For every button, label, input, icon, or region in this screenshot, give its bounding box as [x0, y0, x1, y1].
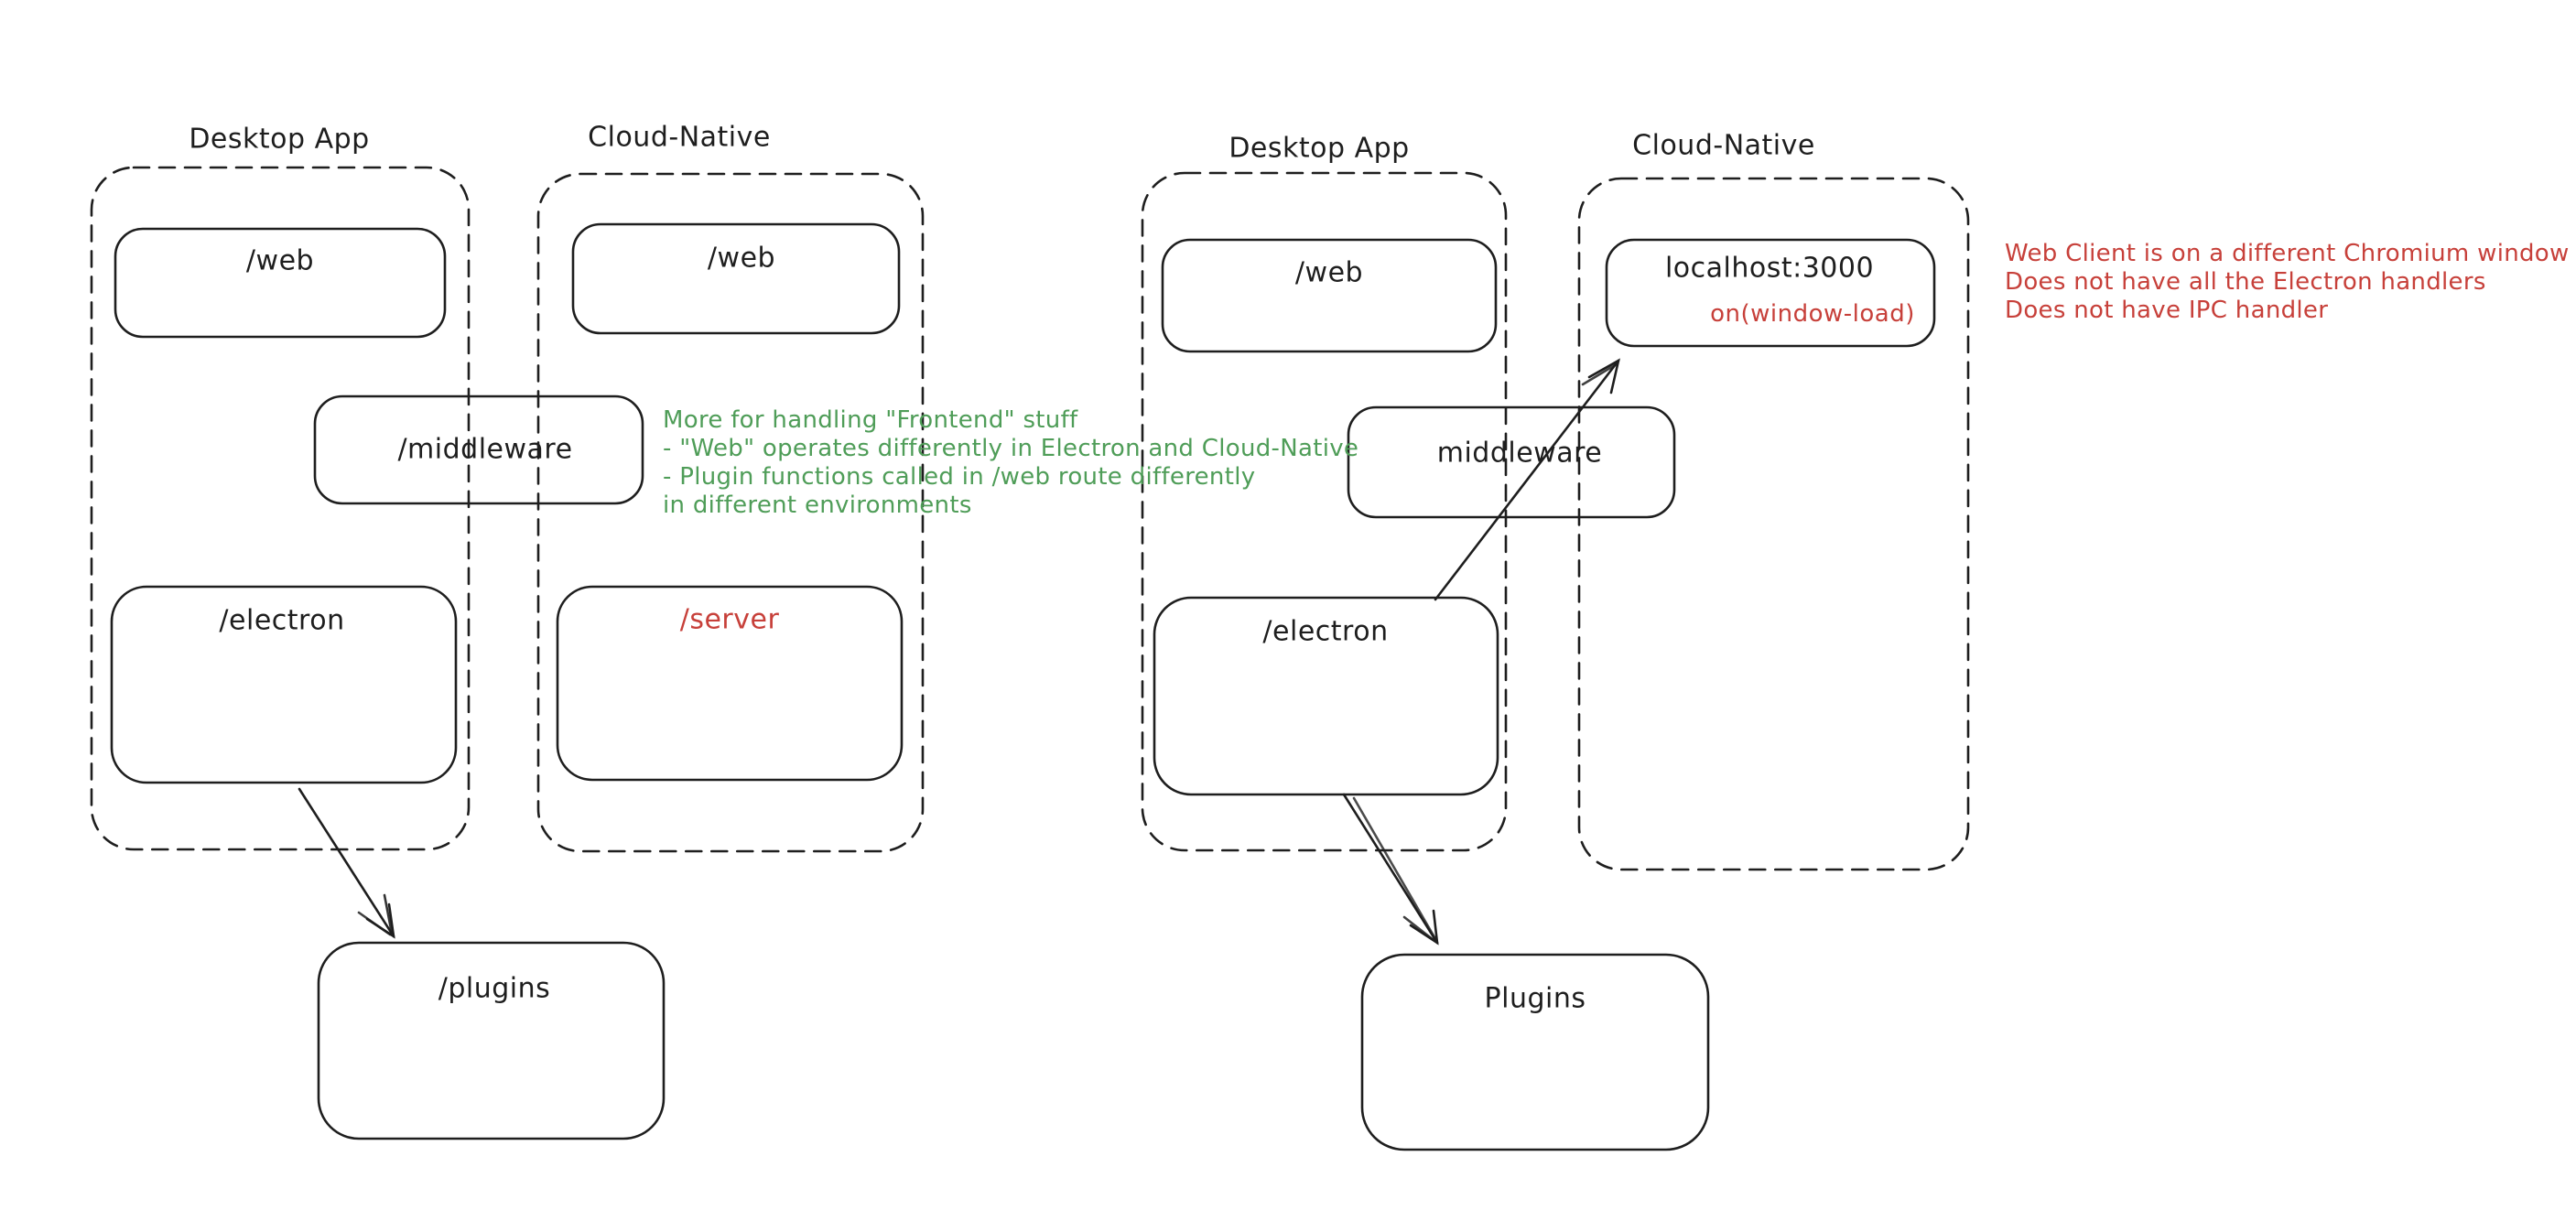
left-server-box: [556, 585, 904, 782]
arrow-right-electron-to-plugins: [1342, 793, 1439, 946]
right-localhost-sub-label: on(window-load): [1710, 300, 1915, 328]
right-middleware-box: [1347, 405, 1676, 519]
left-middleware-box: [313, 394, 644, 505]
right-electron-label: /electron: [1262, 615, 1389, 648]
red-note-line-1: Web Client is on a different Chromium wi…: [2005, 240, 2570, 267]
green-note-line-2: - "Web" operates differently in Electron…: [663, 435, 1359, 462]
left-web-desktop-box: [114, 227, 447, 339]
left-electron-label: /electron: [219, 604, 345, 637]
left-electron-box: [110, 585, 458, 784]
arrow-right-electron-to-localhost: [1434, 358, 1620, 601]
right-plugins-label: Plugins: [1484, 982, 1586, 1015]
right-plugins-box: [1360, 953, 1710, 1151]
right-cloud-native-container: [1577, 177, 1970, 871]
left-web-cloud-label: /web: [707, 242, 776, 275]
right-localhost-box: [1605, 238, 1936, 348]
left-desktop-app-label: Desktop App: [189, 123, 370, 156]
left-server-label: /server: [679, 603, 780, 636]
arrow-left-electron-to-plugins: [298, 787, 395, 939]
left-desktop-app-container: [90, 166, 471, 851]
left-plugins-label: /plugins: [438, 972, 551, 1005]
right-cloud-native-label: Cloud-Native: [1632, 129, 1815, 162]
red-note-line-3: Does not have IPC handler: [2005, 297, 2329, 324]
right-middleware-label: middleware: [1436, 437, 1603, 470]
green-note-line-3: - Plugin functions called in /web route …: [663, 463, 1256, 491]
right-desktop-app-container: [1141, 171, 1508, 852]
right-desktop-app-label: Desktop App: [1228, 132, 1410, 165]
left-plugins-box: [317, 941, 666, 1140]
right-localhost-label: localhost:3000: [1664, 252, 1875, 285]
red-note: Web Client is on a different Chromium wi…: [2005, 240, 2570, 325]
right-web-label: /web: [1294, 256, 1364, 289]
right-web-box: [1161, 238, 1498, 353]
left-middleware-label: /middleware: [397, 433, 573, 466]
red-note-line-2: Does not have all the Electron handlers: [2005, 268, 2486, 296]
left-web-cloud-box: [571, 222, 901, 335]
left-web-desktop-label: /web: [245, 244, 315, 277]
right-electron-box: [1153, 596, 1499, 796]
green-note: More for handling "Frontend" stuff - "We…: [663, 406, 1358, 520]
green-note-line-4: in different environments: [663, 492, 972, 519]
left-cloud-native-label: Cloud-Native: [588, 121, 771, 154]
green-note-line-1: More for handling "Frontend" stuff: [663, 406, 1078, 434]
